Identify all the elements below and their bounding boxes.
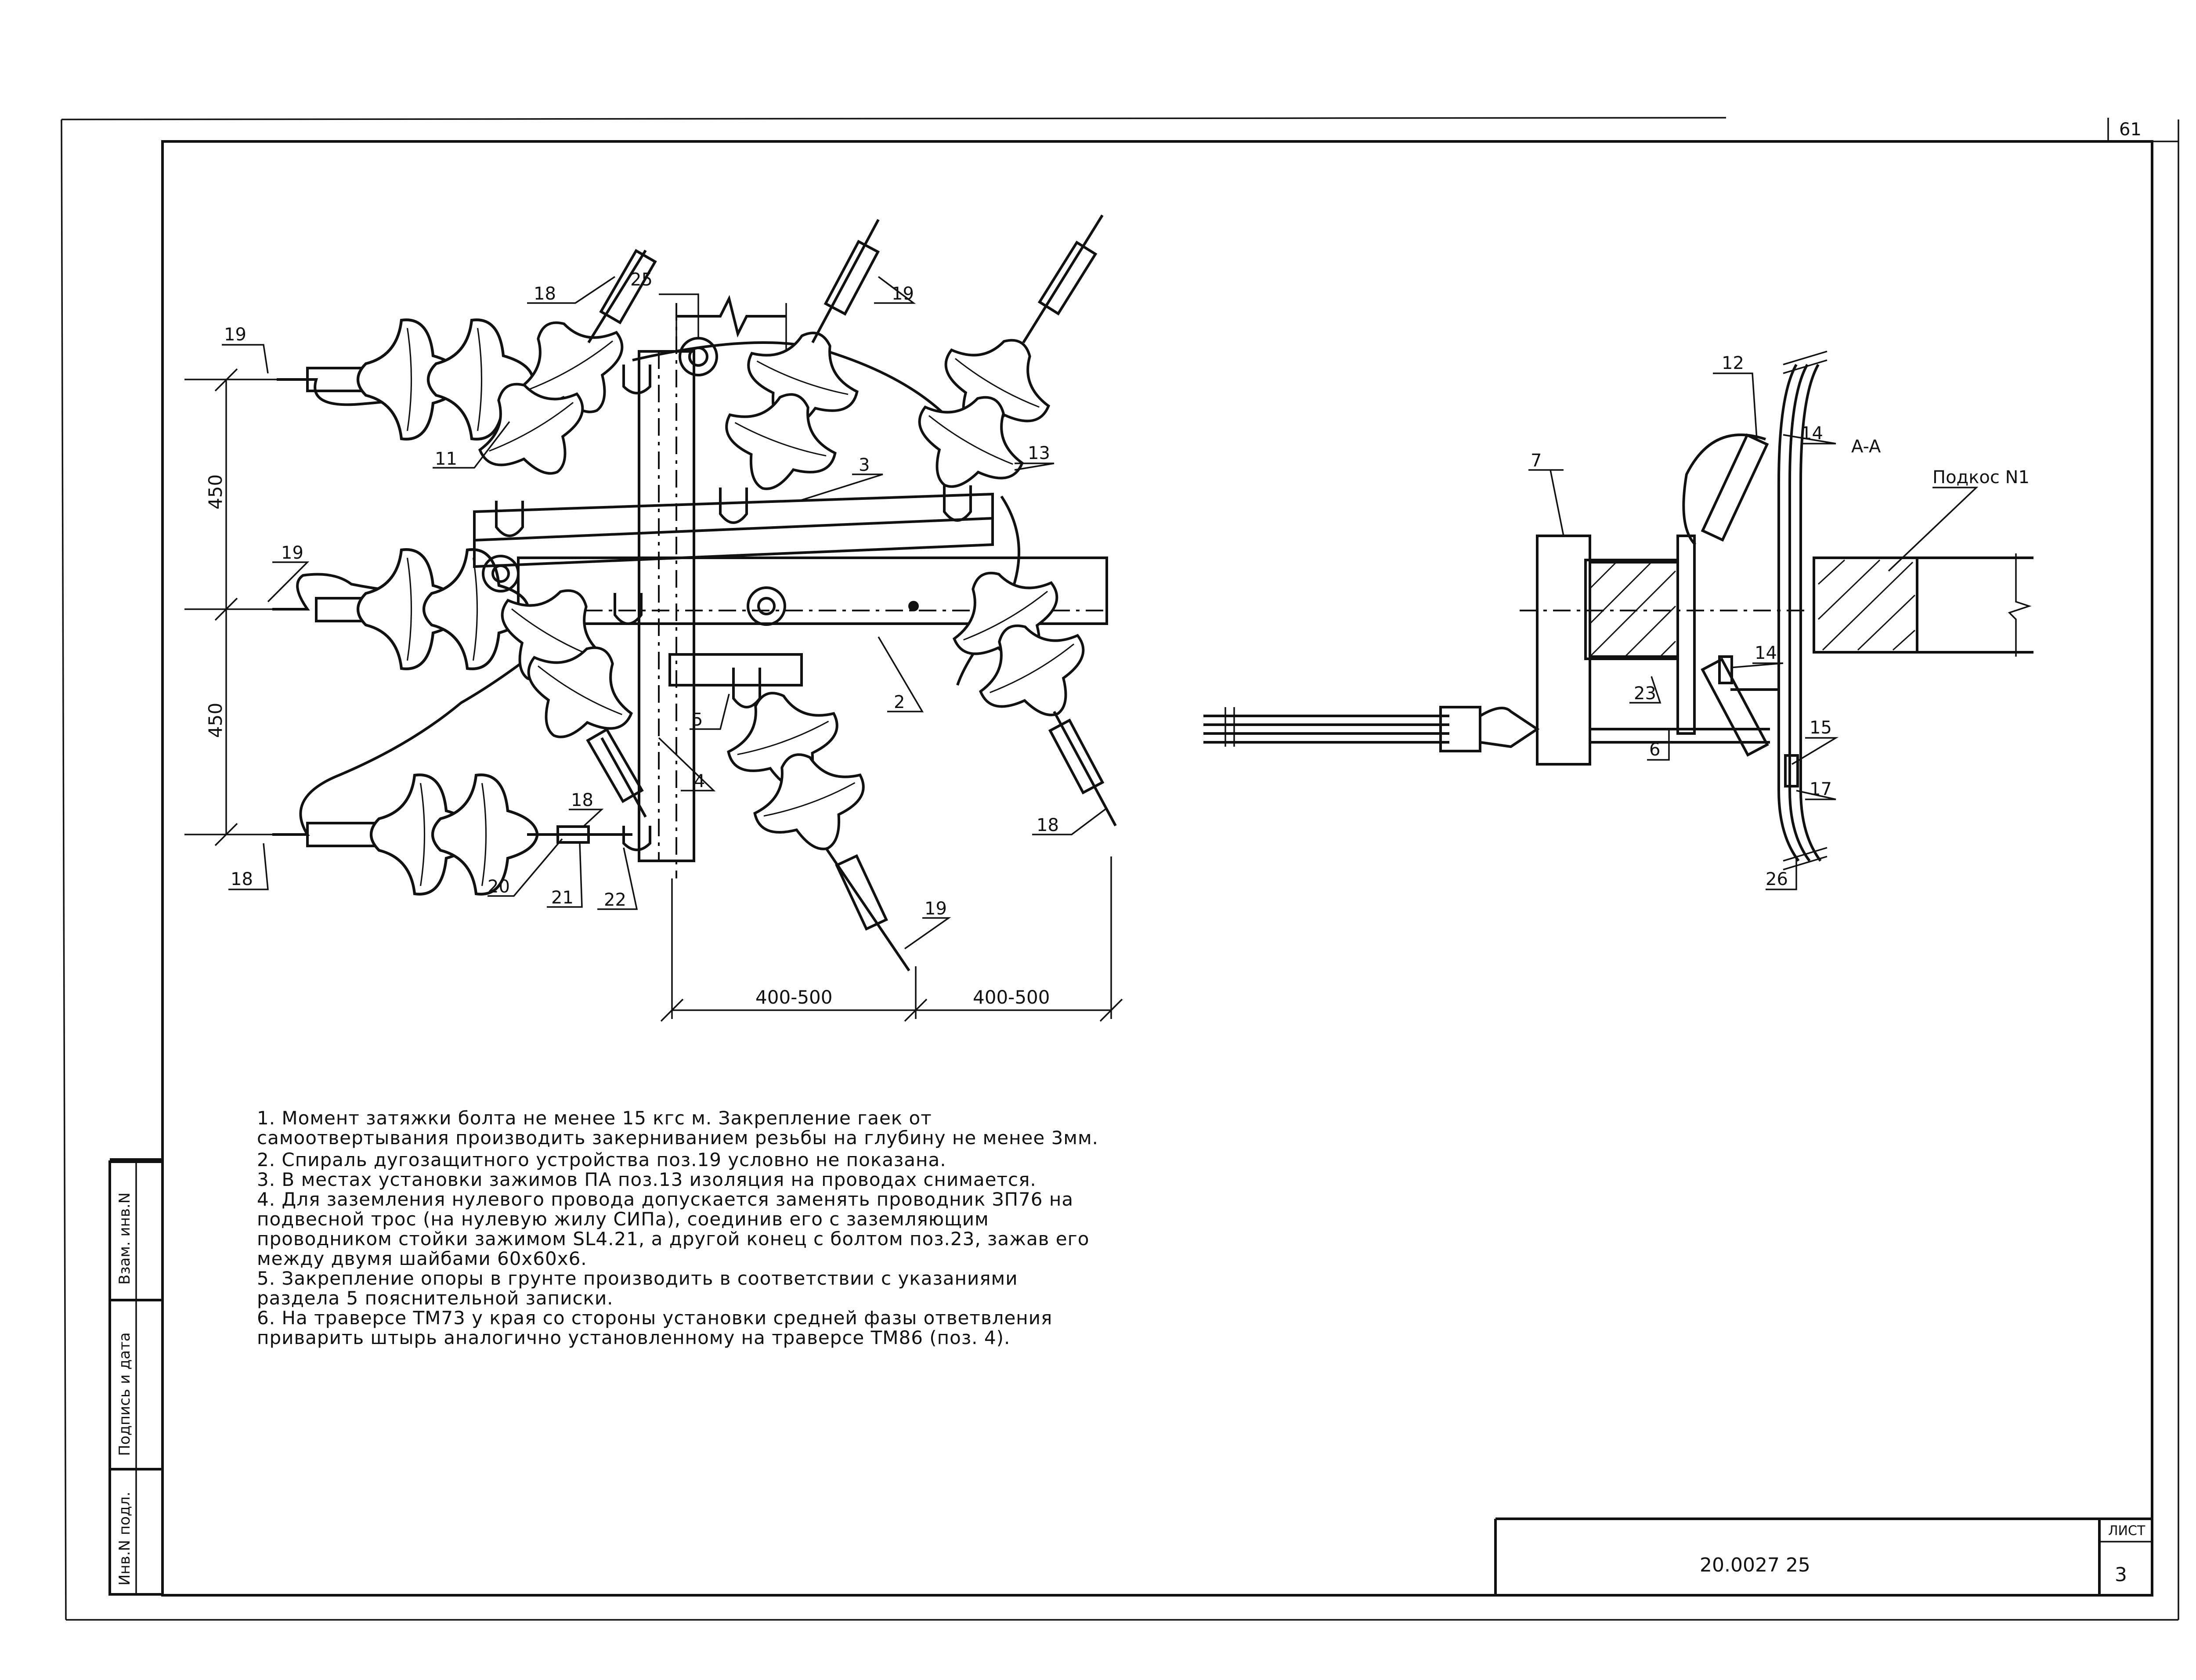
pos-19-left: 19 xyxy=(224,325,246,345)
pos-22: 22 xyxy=(604,890,626,910)
pos-3: 3 xyxy=(859,455,870,475)
note-line: раздела 5 пояснительной записки. xyxy=(257,1287,614,1309)
note-line: самоотвертывания производить закернивани… xyxy=(257,1127,1098,1149)
sheet-frame xyxy=(61,117,2179,1621)
dim-400-500-left: 400-500 xyxy=(755,986,833,1008)
note-line: 1. Момент затяжки болта не менее 15 кгс … xyxy=(257,1107,932,1129)
note-line: 2. Спираль дугозащитного устройства поз.… xyxy=(257,1149,946,1171)
pos-18-right: 18 xyxy=(1037,815,1059,835)
pos-13: 13 xyxy=(1028,443,1050,463)
notes: 1. Момент затяжки болта не менее 15 кгс … xyxy=(257,1107,1098,1348)
section-pos-14-mid: 14 xyxy=(1755,643,1777,663)
section-pos-15: 15 xyxy=(1810,718,1832,738)
note-line: приварить штырь аналогично установленном… xyxy=(257,1327,1010,1348)
side-stamp-inv: Инв.N подл. xyxy=(116,1492,134,1586)
podkos-label: Подкос N1 xyxy=(1932,467,2030,488)
pos-5: 5 xyxy=(692,710,703,730)
section-title: A-A xyxy=(1851,437,1881,457)
pos-18-low: 18 xyxy=(571,790,593,810)
pos-19-bottom: 19 xyxy=(925,899,947,919)
pos-18-left: 18 xyxy=(231,869,253,889)
dim-450-lower: 450 xyxy=(205,703,226,738)
section-pos-12: 12 xyxy=(1722,353,1744,373)
side-stamp-podpis: Подпись и дата xyxy=(116,1332,134,1456)
pos-21: 21 xyxy=(551,888,574,908)
section-pos-7: 7 xyxy=(1531,451,1542,471)
section-pos-17: 17 xyxy=(1810,779,1832,799)
section-pos-23: 23 xyxy=(1634,683,1656,704)
title-block xyxy=(1494,1517,2152,1595)
pos-20: 20 xyxy=(488,877,510,897)
dim-400-500-right: 400-500 xyxy=(973,986,1050,1008)
pos-19-mid: 19 xyxy=(281,543,303,563)
side-stamp-vzam: Взам. инв.N xyxy=(116,1192,134,1285)
note-line: 3. В местах установки зажимов ПА поз.13 … xyxy=(257,1169,1037,1190)
main-view xyxy=(184,214,1123,1022)
pos-11: 11 xyxy=(435,449,457,469)
pos-18-top: 18 xyxy=(534,284,556,304)
pos-25: 25 xyxy=(630,270,653,290)
note-line: 4. Для заземления нулевого провода допус… xyxy=(257,1189,1073,1210)
side-stamp xyxy=(108,1158,164,1596)
section-pos-26: 26 xyxy=(1766,869,1788,889)
section-pos-14-top: 14 xyxy=(1801,423,1823,444)
pos-19-top: 19 xyxy=(892,284,914,304)
section-view xyxy=(1203,350,2033,890)
note-line: 6. На траверсе ТМ73 у края со стороны ус… xyxy=(257,1307,1052,1329)
list-number: 3 xyxy=(2115,1564,2127,1586)
note-line: проводником стойки зажимом SL4.21, а дру… xyxy=(257,1228,1089,1250)
note-line: между двумя шайбами 60х60х6. xyxy=(257,1248,587,1269)
pos-4: 4 xyxy=(694,771,705,791)
note-line: подвесной трос (на нулевую жилу СИПа), с… xyxy=(257,1208,989,1230)
pos-2: 2 xyxy=(894,692,905,712)
section-pos-6: 6 xyxy=(1649,740,1660,760)
note-line: 5. Закрепление опоры в грунте производит… xyxy=(257,1268,1018,1289)
page-number: 61 xyxy=(2119,119,2142,140)
list-label: ЛИСТ xyxy=(2108,1523,2145,1539)
dim-450-upper: 450 xyxy=(205,474,226,509)
doc-code: 20.0027 25 xyxy=(1700,1554,1810,1576)
